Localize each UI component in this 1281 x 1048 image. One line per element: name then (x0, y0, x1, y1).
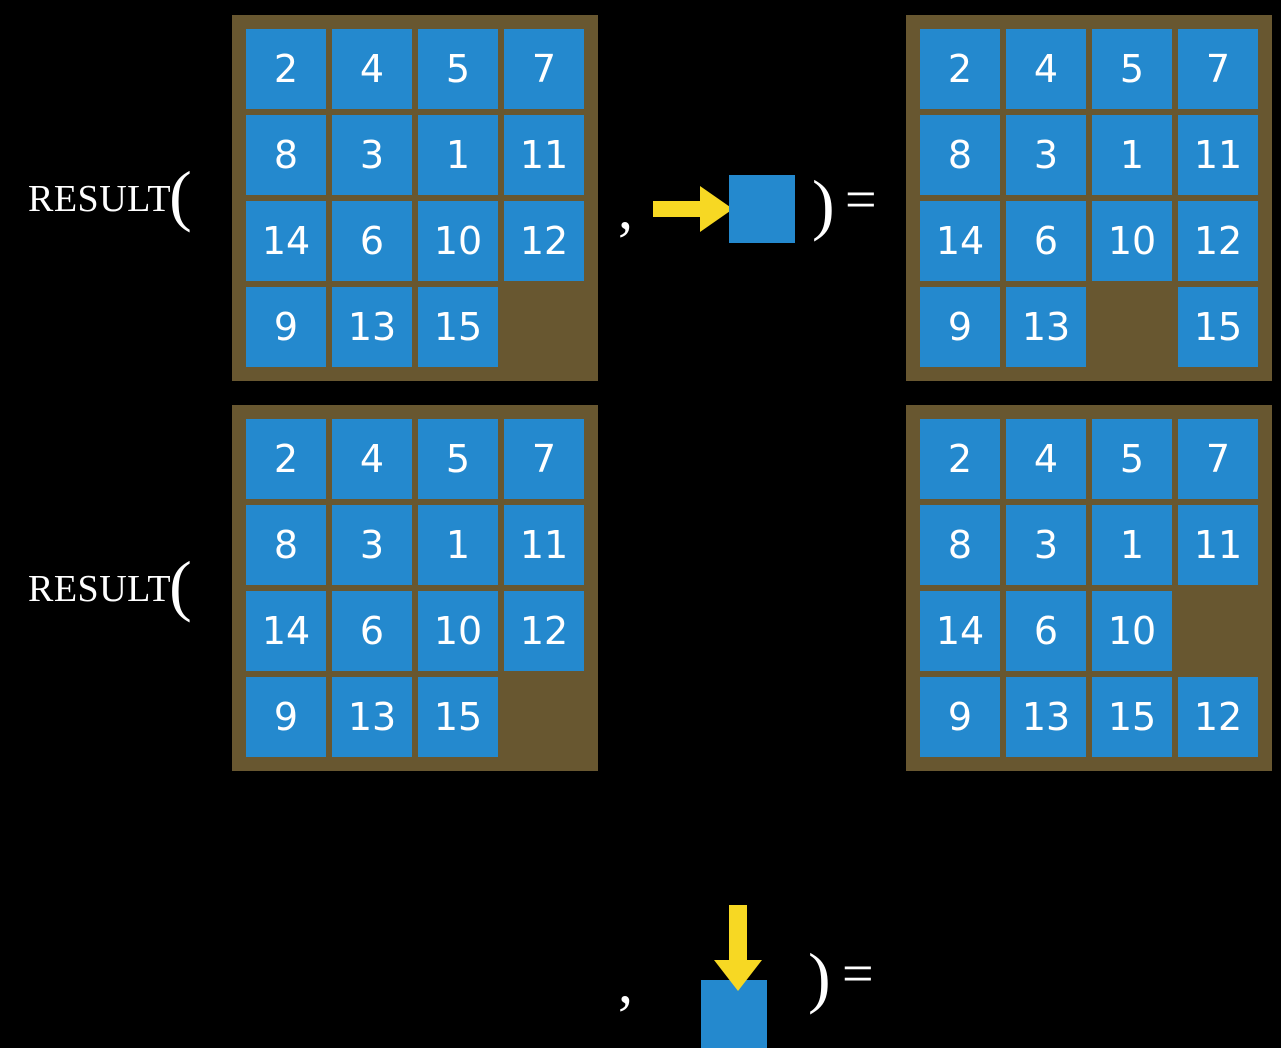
tile[interactable]: 4 (1006, 419, 1086, 499)
tile[interactable]: 1 (418, 505, 498, 585)
tile[interactable]: 3 (332, 505, 412, 585)
tile[interactable]: 1 (1092, 505, 1172, 585)
tile[interactable]: 1 (1092, 115, 1172, 195)
arrow-down-icon (714, 905, 762, 991)
tile[interactable]: 12 (1178, 677, 1258, 757)
equals-sign-top: = (845, 169, 877, 231)
input-board-bottom[interactable]: 2 4 5 7 8 3 1 11 14 6 10 12 9 13 15 (232, 405, 598, 771)
tile[interactable]: 1 (418, 115, 498, 195)
tile[interactable]: 8 (920, 505, 1000, 585)
equation-row-top: Result( 2 4 5 7 8 3 1 11 14 6 10 12 9 13… (0, 0, 1281, 390)
tile[interactable]: 3 (1006, 115, 1086, 195)
blank-tile (1178, 591, 1258, 671)
result-function-label-bottom: Result( (28, 551, 192, 619)
tile[interactable]: 11 (504, 505, 584, 585)
tile[interactable]: 7 (1178, 29, 1258, 109)
paren-open-top: ( (169, 157, 193, 233)
tile[interactable]: 8 (920, 115, 1000, 195)
tile[interactable]: 12 (504, 201, 584, 281)
tile[interactable]: 10 (1092, 201, 1172, 281)
tile[interactable]: 7 (504, 419, 584, 499)
tile[interactable]: 6 (1006, 591, 1086, 671)
tile[interactable]: 14 (920, 591, 1000, 671)
tile[interactable]: 10 (418, 591, 498, 671)
tile[interactable]: 14 (920, 201, 1000, 281)
equation-row-bottom: Result( 2 4 5 7 8 3 1 11 14 6 10 12 9 13… (0, 390, 1281, 1048)
comma-separator-bottom: , (618, 949, 633, 1015)
tile[interactable]: 4 (1006, 29, 1086, 109)
tile[interactable]: 8 (246, 115, 326, 195)
tile[interactable]: 6 (332, 591, 412, 671)
tile[interactable]: 5 (418, 419, 498, 499)
tile[interactable]: 2 (246, 419, 326, 499)
comma-separator-top: , (618, 175, 633, 241)
result-function-label-top: Result( (28, 161, 192, 229)
equals-sign-bottom: = (842, 943, 874, 1005)
tile[interactable]: 2 (920, 419, 1000, 499)
paren-close-bottom: ) (808, 939, 831, 1015)
blank-tile (504, 287, 584, 367)
tile[interactable]: 14 (246, 591, 326, 671)
tile[interactable]: 4 (332, 29, 412, 109)
tile[interactable]: 14 (246, 201, 326, 281)
paren-close-top: ) (812, 166, 835, 242)
tile[interactable]: 15 (418, 677, 498, 757)
tile[interactable]: 15 (1092, 677, 1172, 757)
tile[interactable]: 11 (1178, 115, 1258, 195)
tile[interactable]: 7 (1178, 419, 1258, 499)
tile[interactable]: 3 (1006, 505, 1086, 585)
blank-square-top (729, 175, 795, 243)
blank-tile (1092, 287, 1172, 367)
tile[interactable]: 7 (504, 29, 584, 109)
tile[interactable]: 4 (332, 419, 412, 499)
tile[interactable]: 11 (1178, 505, 1258, 585)
tile[interactable]: 9 (246, 677, 326, 757)
result-word-bottom: Result (28, 553, 172, 613)
tile[interactable]: 5 (1092, 29, 1172, 109)
tile[interactable]: 10 (1092, 591, 1172, 671)
tile[interactable]: 5 (1092, 419, 1172, 499)
tile[interactable]: 13 (332, 287, 412, 367)
tile[interactable]: 13 (1006, 287, 1086, 367)
paren-open-bottom: ( (169, 547, 193, 623)
tile[interactable]: 3 (332, 115, 412, 195)
tile[interactable]: 15 (418, 287, 498, 367)
input-board-top[interactable]: 2 4 5 7 8 3 1 11 14 6 10 12 9 13 15 (232, 15, 598, 381)
tile[interactable]: 6 (332, 201, 412, 281)
tile[interactable]: 10 (418, 201, 498, 281)
output-board-top[interactable]: 2 4 5 7 8 3 1 11 14 6 10 12 9 13 15 (906, 15, 1272, 381)
tile[interactable]: 9 (920, 677, 1000, 757)
tile[interactable]: 15 (1178, 287, 1258, 367)
tile[interactable]: 8 (246, 505, 326, 585)
output-board-bottom[interactable]: 2 4 5 7 8 3 1 11 14 6 10 9 13 15 12 (906, 405, 1272, 771)
tile[interactable]: 12 (1178, 201, 1258, 281)
arrow-right-icon (653, 186, 733, 232)
tile[interactable]: 2 (246, 29, 326, 109)
tile[interactable]: 11 (504, 115, 584, 195)
tile[interactable]: 9 (246, 287, 326, 367)
tile[interactable]: 13 (1006, 677, 1086, 757)
result-word-top: Result (28, 163, 172, 223)
tile[interactable]: 5 (418, 29, 498, 109)
tile[interactable]: 9 (920, 287, 1000, 367)
tile[interactable]: 12 (504, 591, 584, 671)
tile[interactable]: 13 (332, 677, 412, 757)
tile[interactable]: 2 (920, 29, 1000, 109)
blank-tile (504, 677, 584, 757)
tile[interactable]: 6 (1006, 201, 1086, 281)
